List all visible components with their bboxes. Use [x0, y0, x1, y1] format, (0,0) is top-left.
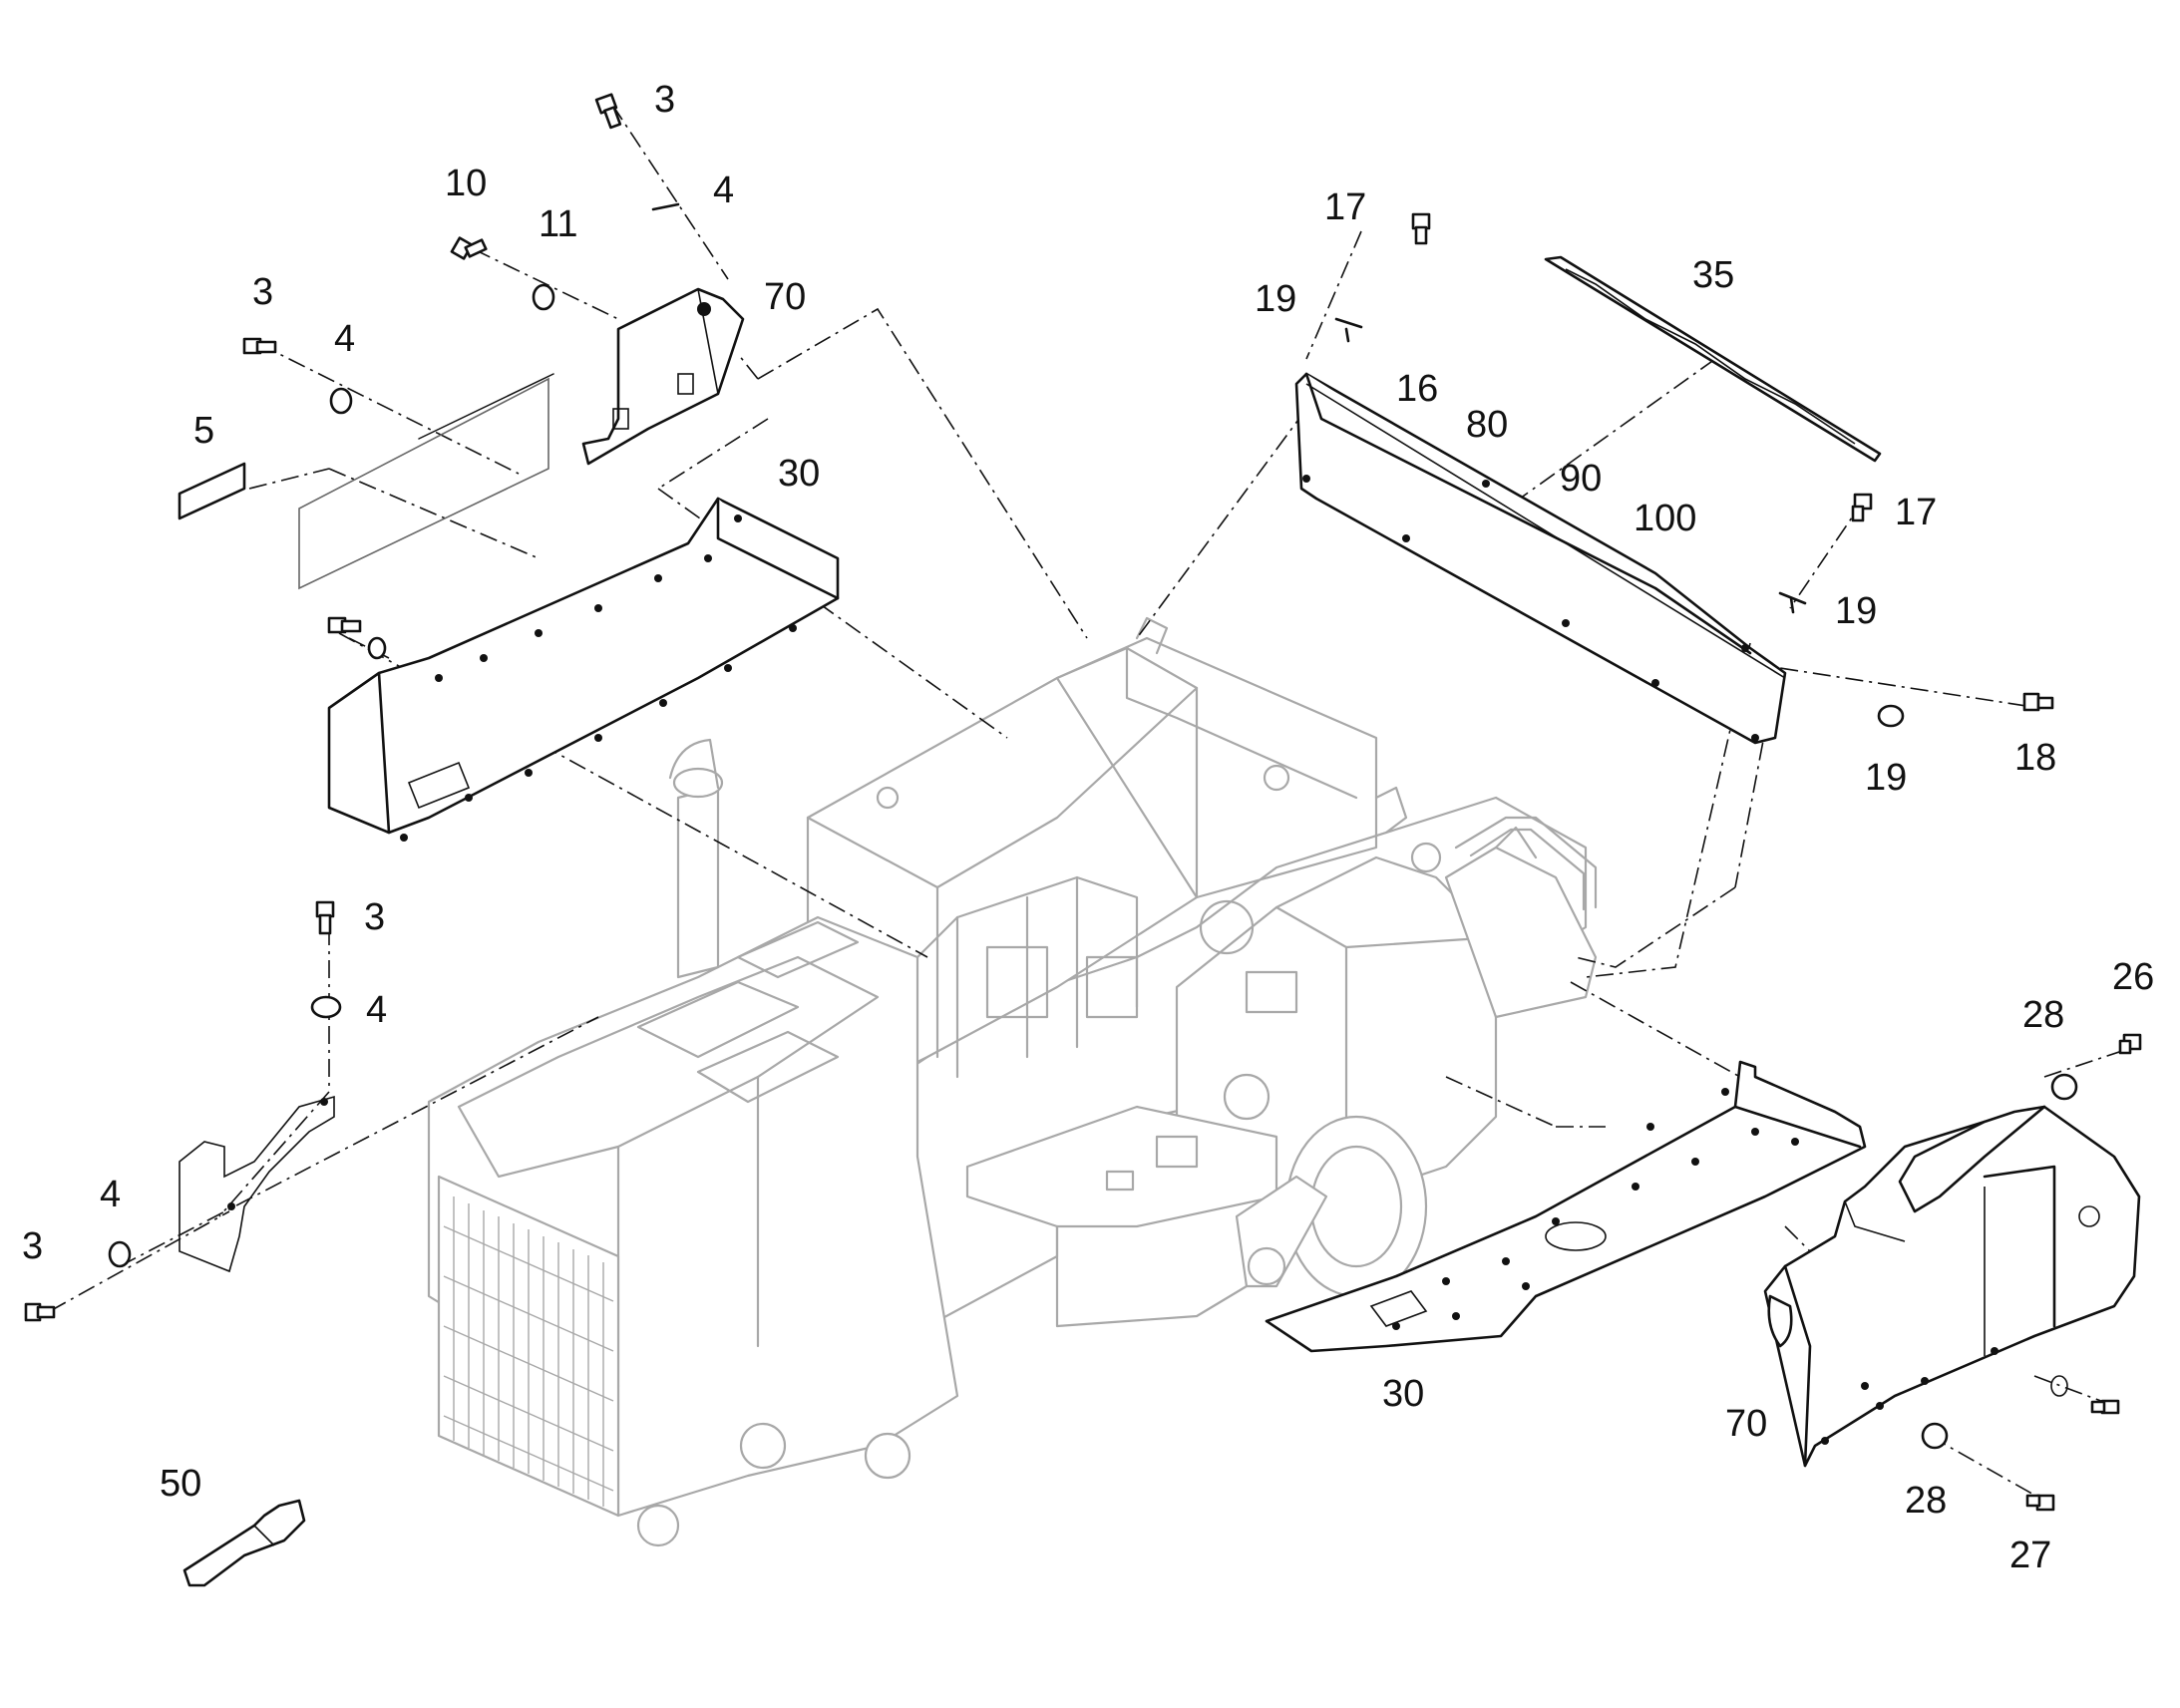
spacer-icon: [651, 202, 680, 211]
bolt-icon: [450, 236, 488, 260]
callout-19: 19: [1835, 590, 1877, 632]
bolt-icon: [242, 337, 277, 355]
callout-27: 27: [2009, 1535, 2051, 1576]
callout-19: 19: [1255, 278, 1296, 320]
radiator-grille: [437, 1175, 620, 1518]
callout-labels: 3 4 10 11 70 3 4 5 30 17 19 35 16 80 90 …: [22, 79, 2154, 1576]
callout-4: 4: [100, 1174, 121, 1215]
bolt-icon: [2022, 692, 2054, 712]
callout-28: 28: [2022, 994, 2064, 1036]
washer-icon: [367, 636, 387, 660]
part-30-upper-cover: [327, 497, 840, 842]
washer-icon: [532, 283, 555, 311]
callout-30: 30: [1382, 1373, 1424, 1415]
washer-icon: [329, 387, 353, 415]
fasteners: [24, 93, 2142, 1512]
axle-hub: [1235, 1115, 1428, 1298]
callout-19: 19: [1865, 757, 1907, 799]
cover-plate-left: [298, 373, 554, 590]
callout-17: 17: [1895, 492, 1937, 533]
callout-50: 50: [160, 1463, 201, 1505]
callout-3: 3: [252, 271, 273, 313]
part-70-lower-guard: [1763, 1105, 2141, 1468]
part-16-top-hood: [1294, 372, 1787, 745]
assembly-leader-lines: [49, 104, 2135, 1502]
washer-icon: [2050, 1073, 2078, 1101]
part-50-key: [182, 1499, 306, 1587]
callout-35: 35: [1692, 254, 1734, 296]
spacer-icon: [1344, 327, 1350, 343]
bolt-icon: [1411, 212, 1431, 245]
callout-26: 26: [2112, 956, 2154, 998]
exhaust-pipe: [668, 738, 724, 979]
callout-5: 5: [193, 410, 214, 452]
callout-3: 3: [654, 79, 675, 121]
part-35-gasket-strip: [1544, 255, 1882, 463]
spacer-icon: [1334, 317, 1363, 329]
callout-3: 3: [364, 896, 385, 938]
callout-4: 4: [366, 989, 387, 1031]
washer-icon: [1921, 1422, 1949, 1450]
bolt-icon: [594, 93, 622, 130]
callout-10: 10: [445, 163, 487, 204]
callout-4: 4: [334, 318, 355, 360]
part-70-upper-bracket: [581, 287, 745, 466]
callout-28: 28: [1905, 1480, 1947, 1522]
callout-11: 11: [539, 203, 577, 245]
washer-icon: [310, 995, 342, 1019]
callout-30: 30: [778, 453, 820, 495]
callout-18: 18: [2014, 737, 2056, 779]
callout-70: 70: [1725, 1403, 1767, 1445]
bolt-icon: [2090, 1399, 2120, 1415]
callout-3: 3: [22, 1225, 43, 1267]
bolt-icon: [2025, 1494, 2055, 1512]
part-30-lower-plate: [1265, 1060, 1867, 1353]
bolt-icon: [315, 900, 335, 935]
spacer-icon: [1778, 591, 1807, 605]
washer-icon: [1877, 704, 1905, 728]
washer-icon: [108, 1240, 132, 1268]
part-5-label: [178, 462, 246, 520]
bolt-icon: [2118, 1033, 2142, 1055]
callout-17: 17: [1324, 186, 1366, 228]
callout-100: 100: [1634, 498, 1696, 539]
callout-16: 16: [1396, 368, 1438, 410]
machine-chassis: [427, 616, 1598, 1547]
bolt-icon: [327, 616, 362, 634]
washer-icon: [2050, 1375, 2068, 1397]
callout-70: 70: [764, 276, 806, 318]
bracket-lower-left: [179, 1095, 335, 1273]
callout-4: 4: [713, 170, 734, 211]
callout-80: 80: [1466, 404, 1508, 446]
spacer-icon: [1789, 596, 1795, 614]
bolt-icon: [1851, 493, 1873, 522]
callout-90: 90: [1560, 458, 1602, 500]
bolt-icon: [24, 1302, 56, 1322]
